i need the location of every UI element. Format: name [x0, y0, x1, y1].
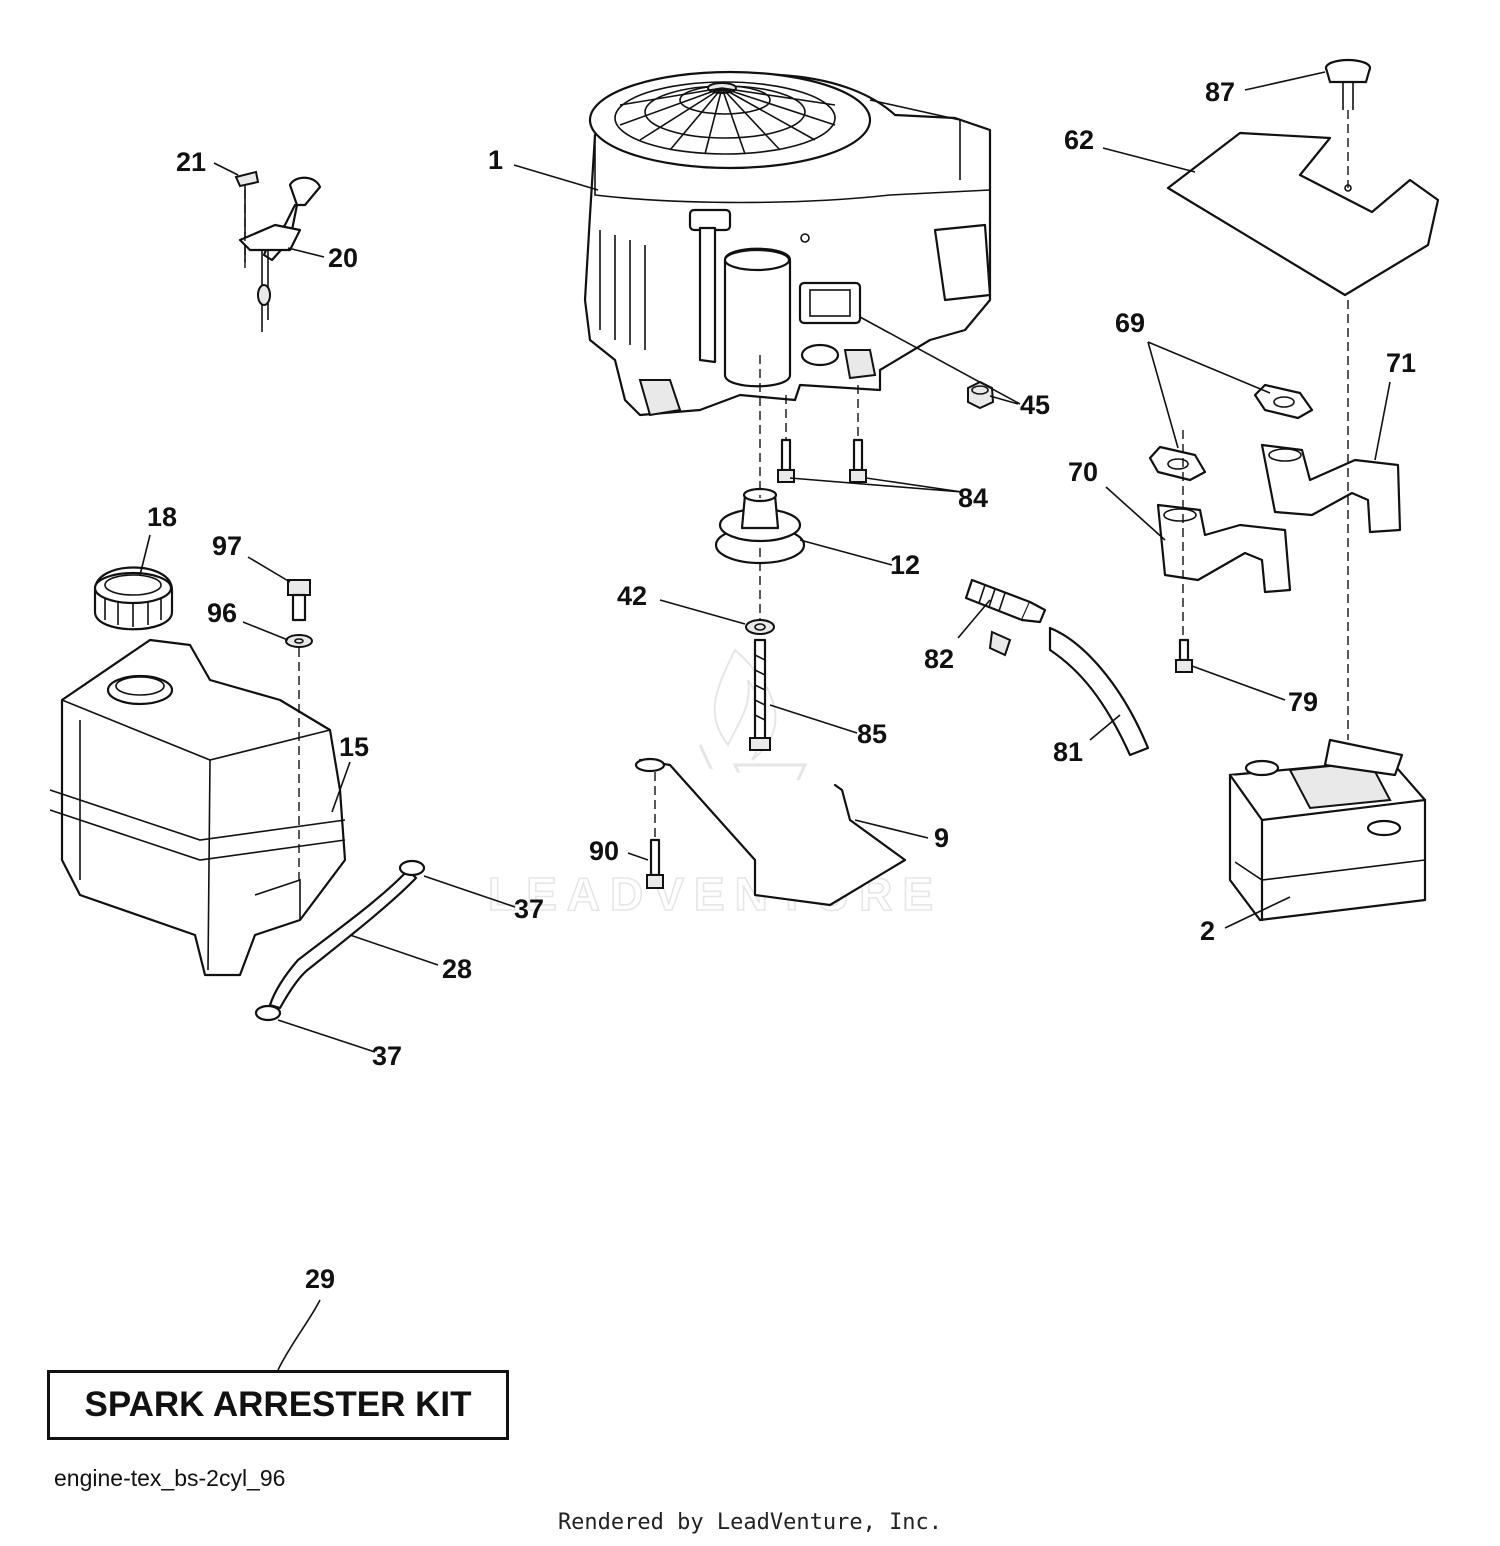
callout-pulley-bolt[interactable]: 85	[857, 719, 887, 749]
heat-shield-knob[interactable]	[1324, 58, 1372, 110]
callout-pulley-washer[interactable]: 42	[617, 581, 647, 611]
callout-labels: 1 21 20 87 62 45 69 71 84 70 18 97 12 42…	[147, 77, 1416, 1294]
callout-engine-bolts[interactable]: 84	[958, 483, 988, 513]
dipstick-tube-assembly[interactable]	[238, 176, 322, 332]
callout-clamp-lower[interactable]: 37	[372, 1041, 402, 1071]
hex-nut[interactable]	[967, 380, 995, 410]
spark-arrester-kit-label: SPARK ARRESTER KIT	[84, 1385, 472, 1424]
fuel-cap[interactable]	[93, 566, 174, 631]
hose-clamp-lower[interactable]	[254, 1004, 282, 1022]
callout-fuel-tank[interactable]: 15	[339, 732, 369, 762]
callout-gaskets[interactable]: 69	[1115, 308, 1145, 338]
callout-shield-knob[interactable]: 87	[1205, 77, 1235, 107]
pulley-washer[interactable]	[745, 619, 775, 635]
callout-tank-bolt[interactable]: 97	[212, 531, 242, 561]
muffler-bolt[interactable]	[1175, 638, 1193, 673]
heat-shield[interactable]	[1166, 131, 1440, 297]
callout-pipe-right[interactable]: 71	[1386, 348, 1416, 378]
fuel-hose[interactable]	[1048, 626, 1150, 757]
pulley-bolt[interactable]	[749, 638, 771, 751]
tank-washer[interactable]	[285, 634, 313, 648]
callout-muffler[interactable]: 2	[1200, 916, 1215, 946]
callout-clamp-upper[interactable]: 37	[514, 894, 544, 924]
engine[interactable]	[583, 70, 992, 417]
callout-support-rod[interactable]: 9	[934, 823, 949, 853]
exhaust-pipe-right[interactable]	[1260, 443, 1402, 534]
callout-pipe-left[interactable]: 70	[1068, 457, 1098, 487]
render-credit: Rendered by LeadVenture, Inc.	[557, 1510, 943, 1535]
callout-tank-washer[interactable]: 96	[207, 598, 237, 628]
assembly-lines	[244, 110, 1349, 880]
callout-spark-arrester[interactable]: 29	[305, 1264, 335, 1294]
rod-bolt[interactable]	[646, 838, 664, 889]
engine-bolts[interactable]	[777, 438, 867, 483]
fuel-tank[interactable]	[49, 638, 347, 977]
callout-pulley[interactable]: 12	[890, 550, 920, 580]
callout-fuel-hose[interactable]: 81	[1053, 737, 1083, 767]
callout-dipstick-tube[interactable]: 20	[328, 243, 358, 273]
fuel-filter[interactable]	[964, 578, 1047, 657]
hose-clamp-upper[interactable]	[398, 859, 426, 877]
engine-fan-grille	[614, 81, 836, 155]
callout-engine[interactable]: 1	[488, 145, 503, 175]
callout-fuel-filter[interactable]: 82	[924, 644, 954, 674]
callout-fuel-line[interactable]: 28	[442, 954, 472, 984]
muffler[interactable]	[1228, 738, 1427, 922]
fuel-line[interactable]	[268, 868, 418, 1010]
callout-rod-bolt[interactable]: 90	[589, 836, 619, 866]
callout-dipstick-screw[interactable]: 21	[176, 147, 206, 177]
support-rod[interactable]	[634, 757, 907, 907]
engine-pulley[interactable]	[714, 487, 806, 565]
callout-muffler-bolt[interactable]: 79	[1288, 687, 1318, 717]
callout-heat-shield[interactable]: 62	[1064, 125, 1094, 155]
leader-lines	[139, 71, 1391, 1371]
tank-bolt[interactable]	[287, 579, 311, 622]
diagram-code: engine-tex_bs-2cyl_96	[54, 1465, 286, 1491]
callout-fuel-cap[interactable]: 18	[147, 502, 177, 532]
callout-hex-nut[interactable]: 45	[1020, 390, 1050, 420]
spark-arrester-kit-box[interactable]: SPARK ARRESTER KIT	[47, 1370, 509, 1440]
exhaust-pipe-left[interactable]	[1156, 503, 1292, 594]
